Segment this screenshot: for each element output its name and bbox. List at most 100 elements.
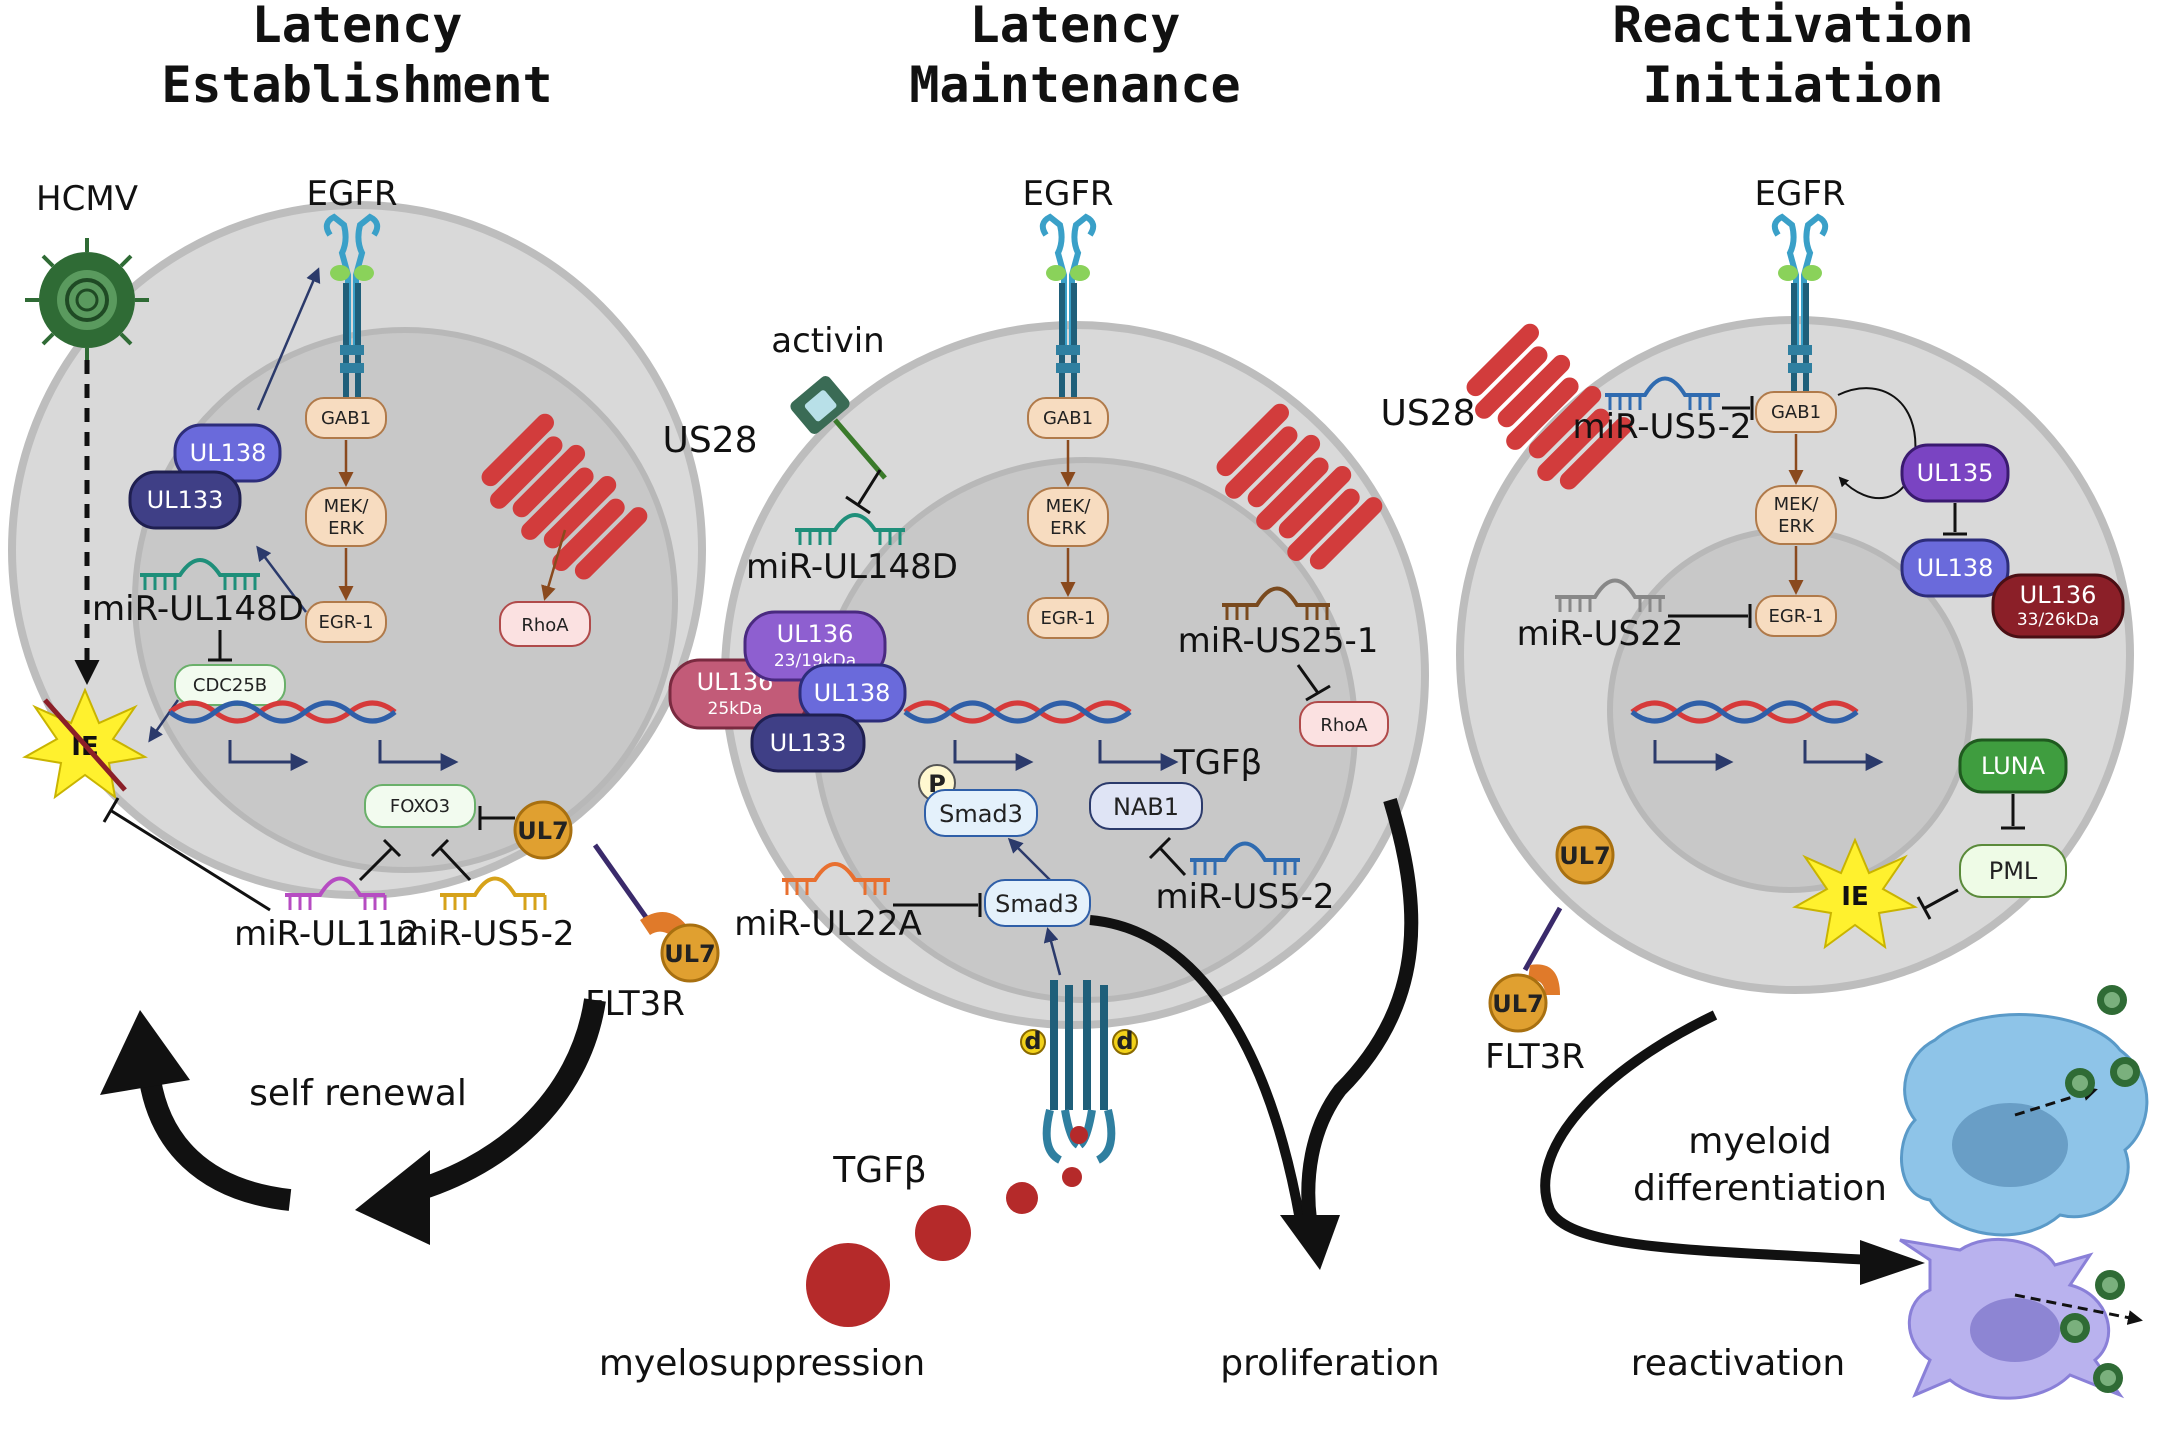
title-maintenance-line1: Latency bbox=[970, 0, 1181, 54]
ul138-text: UL138 bbox=[190, 439, 267, 467]
activin-receptor-icon bbox=[790, 376, 850, 434]
nab1-pill bbox=[1089, 782, 1203, 830]
ie-star: IE bbox=[1792, 837, 1918, 950]
virion-icon-4 bbox=[2095, 1270, 2125, 1300]
title-establishment-line2: Establishment bbox=[161, 56, 552, 114]
inhibit-ie bbox=[1924, 888, 1959, 910]
gab1-text: GAB1 bbox=[1043, 408, 1093, 429]
inhibit-rhoa bbox=[1296, 664, 1320, 694]
egr1-pill bbox=[1755, 595, 1837, 637]
flt3r-label: FLT3R bbox=[1485, 1037, 1585, 1077]
egr1-text: EGR-1 bbox=[1040, 608, 1095, 629]
foxo3-pill bbox=[364, 784, 476, 828]
hcmv-virus-icon bbox=[25, 238, 149, 362]
ul7-tether bbox=[592, 843, 658, 932]
self-renewal-label: self renewal bbox=[249, 1073, 467, 1114]
virion-icon-3 bbox=[2110, 1057, 2140, 1087]
gab1-pill bbox=[1027, 397, 1109, 439]
ul7-text: UL7 bbox=[517, 817, 568, 845]
title-establishment-line1: Latency bbox=[252, 0, 463, 54]
tgfb-label: TGFβ bbox=[832, 1150, 927, 1191]
rhoa-pill bbox=[499, 601, 591, 647]
ul135-protein bbox=[1900, 443, 2010, 503]
inhibit-mir-ul112-foxo3 bbox=[358, 846, 394, 882]
gab1-pill bbox=[305, 397, 387, 439]
panel-reactivation: EGFR GAB1 MEK/ ERK EGR-1 miR-US5-2 UL135… bbox=[1455, 174, 2149, 1400]
pml-text: PML bbox=[1989, 857, 2038, 885]
ul135-text: UL135 bbox=[1917, 459, 1994, 487]
mir-us22-icon bbox=[1555, 578, 1665, 612]
gab1-pill bbox=[1755, 391, 1837, 433]
transcription-arrows bbox=[228, 740, 459, 771]
ul7-tether bbox=[1522, 906, 1563, 972]
mir-us22-label: miR-US22 bbox=[1517, 614, 1684, 654]
mir-ul112-label: miR-UL112 bbox=[234, 914, 420, 954]
erk-text: ERK bbox=[1778, 516, 1815, 537]
myeloid-label-line2: differentiation bbox=[1633, 1168, 1887, 1209]
egfr-label: EGFR bbox=[1022, 174, 1113, 214]
smad3-pill bbox=[984, 879, 1091, 927]
mir-us5-2-label: miR-US5-2 bbox=[395, 914, 574, 954]
virion-icon-6 bbox=[2093, 1363, 2123, 1393]
mir-ul22a-label: miR-UL22A bbox=[734, 904, 921, 944]
egr1-text: EGR-1 bbox=[1768, 606, 1823, 627]
ul7-ligand bbox=[513, 800, 573, 860]
proliferation-arrow-b bbox=[1301, 797, 1419, 1221]
tgfb-ligand-balls bbox=[806, 1167, 1082, 1327]
arrow-to-egfr bbox=[256, 267, 321, 411]
dendritic-nucleus bbox=[1970, 1298, 2060, 1362]
title-reactivation-line1: Reactivation bbox=[1612, 0, 1973, 54]
self-renewal-arrow-upper bbox=[139, 1077, 292, 1211]
hcmv-label: HCMV bbox=[36, 179, 138, 219]
inhibit-mir-ul112-ie bbox=[109, 808, 271, 912]
activin-stalk bbox=[833, 418, 887, 480]
erk-text: ERK bbox=[328, 518, 365, 539]
ul136-25kda-sub: 25kDa bbox=[708, 699, 763, 719]
ul7-bound bbox=[1488, 973, 1548, 1033]
ul138-text: UL138 bbox=[814, 679, 891, 707]
ie-text: IE bbox=[1841, 882, 1868, 912]
mek-text: MEK/ bbox=[1774, 494, 1820, 515]
ul7-text: UL7 bbox=[1559, 842, 1610, 870]
transcription-arrows bbox=[953, 740, 1179, 771]
arrow-us28-rhoa bbox=[541, 529, 567, 601]
ul133-text: UL133 bbox=[147, 486, 224, 514]
mir-us5-2-icon bbox=[1190, 841, 1300, 875]
egfr-label: EGFR bbox=[1754, 174, 1845, 214]
mir-ul22a-icon bbox=[782, 862, 890, 895]
egfr-label: EGFR bbox=[306, 174, 397, 214]
rhoa-text: RhoA bbox=[1320, 715, 1368, 736]
activin-label: activin bbox=[771, 321, 884, 361]
ul138-protein bbox=[1900, 538, 2010, 598]
mir-ul148d-icon bbox=[140, 558, 260, 590]
tgfb-gene-label: TGFβ bbox=[1173, 743, 1262, 783]
ie-star-crossed: IE bbox=[22, 687, 148, 800]
inhibit-activin bbox=[856, 469, 882, 506]
virion-icon-1 bbox=[2097, 985, 2127, 1015]
mek-erk-pill bbox=[305, 487, 387, 547]
self-renewal-arrow-lower bbox=[397, 998, 606, 1206]
ul7-bound bbox=[660, 923, 720, 983]
smad3-text: Smad3 bbox=[995, 890, 1079, 918]
panel-maintenance: activin miR-UL148D EGFR GAB1 MEK/ ERK EG… bbox=[599, 174, 1476, 1384]
d-text-right: d bbox=[1116, 1027, 1133, 1055]
mek-erk-pill bbox=[1027, 487, 1109, 547]
ul133-protein bbox=[750, 713, 866, 773]
panel-establishment: HCMV EGFR GAB1 MEK/ ERK EGR-1 UL138 bbox=[8, 174, 758, 1245]
mir-us25-1-label: miR-US25-1 bbox=[1178, 621, 1379, 661]
myelosuppression-label: myelosuppression bbox=[599, 1343, 925, 1384]
mir-us5-2-icon bbox=[1605, 376, 1720, 410]
virion-icon-5 bbox=[2060, 1313, 2090, 1343]
ul136-33-26kda-protein bbox=[1991, 573, 2125, 639]
egr1-pill bbox=[1027, 597, 1109, 639]
d-text-left: d bbox=[1024, 1027, 1041, 1055]
ul136-text: UL136 bbox=[2020, 581, 2097, 609]
mir-us5-2-label: miR-US5-2 bbox=[1155, 877, 1334, 917]
d-domain-icon-left bbox=[1020, 1029, 1046, 1055]
us28-label: US28 bbox=[1380, 393, 1475, 434]
d-domain-icon-right bbox=[1112, 1029, 1138, 1055]
ul136-23-19kda-text: UL136 bbox=[777, 620, 854, 648]
gab1-text: GAB1 bbox=[321, 408, 371, 429]
ul7-ligand bbox=[1555, 825, 1615, 885]
